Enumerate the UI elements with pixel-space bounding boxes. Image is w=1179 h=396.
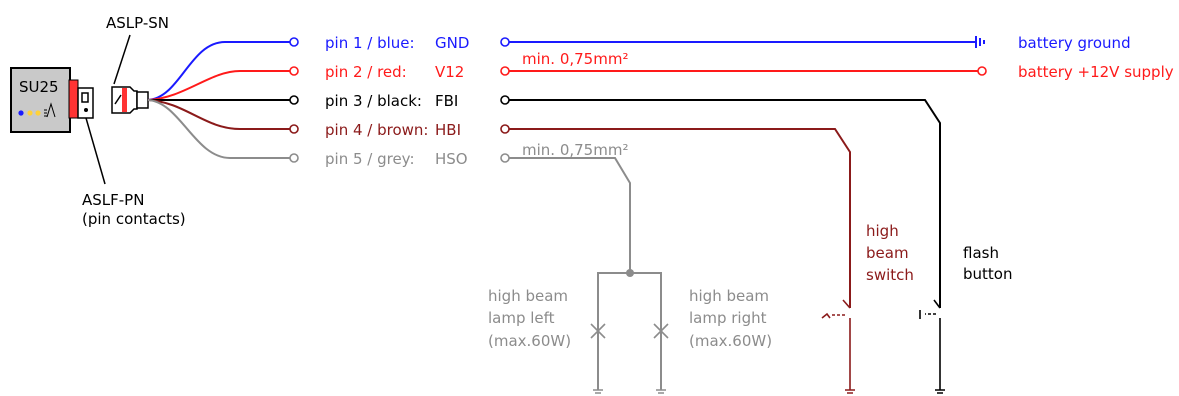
pin5-terminal (289, 153, 299, 163)
wire-flash-button (509, 99, 941, 308)
lamp-right-icon (653, 323, 669, 339)
pin4-label: pin 4 / brown: (325, 121, 428, 139)
high-beam-switch-label-line2: beam (866, 244, 909, 262)
led-yellow-icon (35, 110, 41, 116)
su25-module: SU25 (10, 67, 79, 133)
pin3-signal: FBI (435, 92, 458, 110)
flash-button-label-line1: flash (963, 244, 999, 262)
connector-bottom-sublabel: (pin contacts) (82, 210, 186, 228)
wire-pin1-cable (147, 41, 290, 101)
pin3-label: pin 3 / black: (325, 92, 422, 110)
pin1-signal: GND (435, 34, 469, 52)
hso-terminal (500, 153, 510, 163)
fbi-terminal (500, 95, 510, 105)
switch-ground-icon (845, 389, 855, 394)
wire-lamps (509, 157, 631, 273)
pin2-label: pin 2 / red: (325, 63, 407, 81)
pin4-signal: HBI (435, 121, 461, 139)
v12-terminal (500, 66, 510, 76)
wire-high-beam-switch (509, 128, 851, 308)
high-beam-symbol-icon (44, 102, 56, 118)
lamp-left-label-line2: lamp left (488, 309, 555, 327)
gnd-terminal (500, 37, 510, 47)
aslf-pn-connector (77, 87, 94, 119)
lamp-left-icon (590, 323, 606, 339)
wire-pin4-cable (147, 99, 290, 130)
ground-symbol-icon (975, 36, 985, 48)
lamp-ground-icon (593, 389, 666, 394)
pin5-label: pin 5 / grey: (325, 150, 415, 168)
connector-top-label: ASLP-SN (106, 14, 169, 32)
wire-lamp-left (597, 272, 630, 390)
battery-supply-label: battery +12V supply (1018, 63, 1174, 81)
lamp-right-label-line1: high beam (689, 287, 769, 305)
v12-min-cross-section: min. 0,75mm² (522, 50, 628, 68)
pin4-terminal (289, 124, 299, 134)
flash-button-switch-icon (919, 299, 941, 390)
flash-button-label-line2: button (963, 265, 1012, 283)
module-name: SU25 (19, 78, 59, 96)
led-yellow-icon (27, 110, 33, 116)
connector-bottom-label: ASLF-PN (82, 191, 144, 209)
pin1-label: pin 1 / blue: (325, 34, 415, 52)
lamp-left-label-line1: high beam (488, 287, 568, 305)
pin2-terminal (289, 66, 299, 76)
high-beam-switch-label-line3: switch (866, 266, 914, 284)
wire-pin2-cable (147, 70, 290, 101)
hbi-terminal (500, 124, 510, 134)
lamp-right-label-line3: (max.60W) (689, 332, 772, 350)
flash-ground-icon (935, 389, 945, 394)
high-beam-switch-label-line1: high (866, 222, 899, 240)
wire-pin5-cable (147, 99, 290, 159)
battery-ground-label: battery ground (1018, 34, 1131, 52)
hso-min-cross-section: min. 0,75mm² (522, 141, 628, 159)
pin1-terminal (289, 37, 299, 47)
lamp-right-label-line2: lamp right (689, 309, 767, 327)
pin2-signal: V12 (435, 63, 464, 81)
led-blue-icon (18, 110, 24, 116)
high-beam-switch-icon (821, 299, 851, 390)
pin3-terminal (289, 95, 299, 105)
aslp-sn-plug (111, 86, 149, 114)
wire-lamp-right (630, 272, 662, 390)
lamp-left-label-line3: (max.60W) (488, 332, 571, 350)
pin5-signal: HSO (435, 150, 468, 168)
battery-supply-terminal (977, 66, 987, 76)
